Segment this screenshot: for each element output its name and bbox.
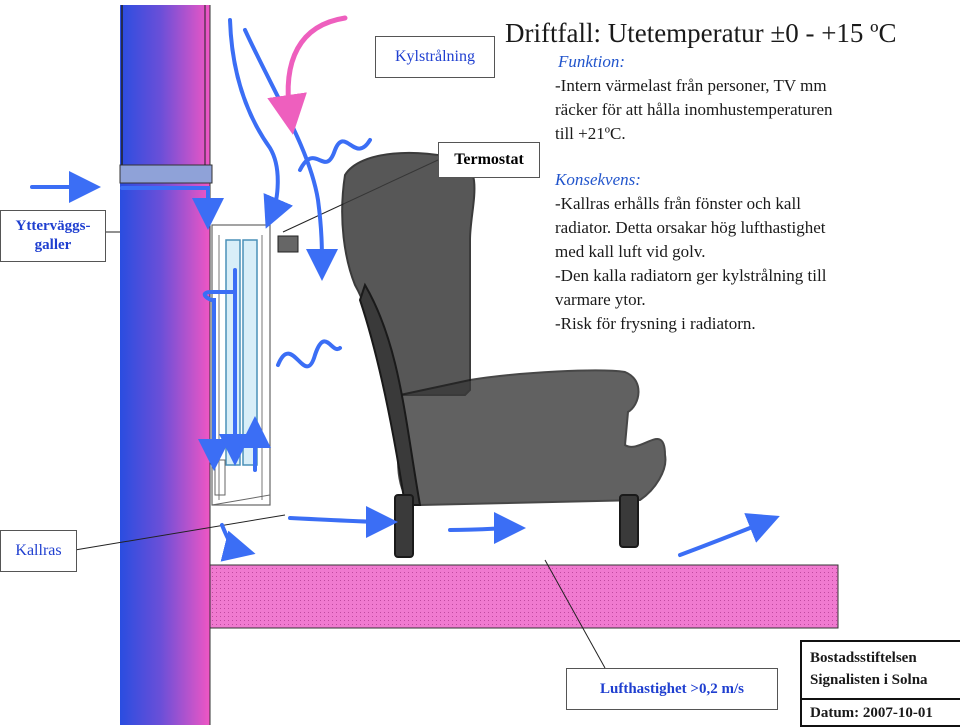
org-date-cell: Datum: 2007-10-01	[802, 698, 960, 727]
konsekvens-line: varmare ytor.	[555, 290, 646, 309]
org-date: Datum: 2007-10-01	[810, 705, 933, 721]
org-location: Signalisten i Solna	[810, 672, 928, 688]
yttervaggsgaller-line-2: galler	[34, 237, 72, 253]
floor-flow-arrow-4	[678, 513, 780, 557]
radiator-loop	[202, 290, 237, 302]
konsekvens-line: -Risk för frysning i radiatorn.	[555, 314, 756, 333]
kallras-label: Kallras	[0, 530, 77, 572]
exterior-wall	[120, 5, 210, 725]
kallras-pointer	[74, 514, 286, 551]
radiation-wave-1	[298, 138, 372, 172]
funktion-line: -Intern värmelast från personer, TV mm	[555, 76, 827, 95]
window-down-arrow-2	[198, 298, 230, 471]
radiator	[211, 224, 271, 506]
window-frame	[119, 164, 213, 184]
floor-flow-arrow-3	[448, 512, 526, 545]
organization-box: Bostadsstiftelsen Signalisten i Solna Da…	[800, 640, 960, 727]
lufthastighet-label: Lufthastighet >0,2 m/s	[566, 668, 778, 710]
org-name: Bostadsstiftelsen	[810, 650, 917, 666]
funktion-line: räcker för att hålla inomhustemperaturen	[555, 100, 833, 119]
floor-slab	[209, 564, 839, 629]
thermostat-device	[277, 235, 299, 253]
radiation-wave-2	[276, 339, 342, 369]
kylstralning-label: Kylstrålning	[375, 36, 495, 78]
floor-flow-arrow-2	[288, 505, 398, 538]
funktion-line: till +21ºC.	[555, 124, 626, 143]
window-down-arrow-1	[228, 18, 294, 229]
konsekvens-line: -Kallras erhålls från fönster och kall	[555, 194, 801, 213]
konsekvens-line: med kall luft vid golv.	[555, 242, 706, 261]
yttervaggsgaller-line-1: Ytterväggs-	[15, 218, 91, 234]
warm-air-arrow	[267, 15, 348, 135]
konsekvens-label: Konsekvens:	[555, 170, 641, 189]
konsekvens-line: radiator. Detta orsakar hög lufthastighe…	[555, 218, 826, 237]
page-title: Driftfall: Utetemperatur ±0 - +15 ºC	[505, 18, 897, 48]
grille-air-arrow	[120, 186, 224, 230]
room-down-arrow	[243, 28, 338, 281]
yttervaggsgaller-label: Ytterväggs- galler	[0, 210, 106, 262]
floor-flow-arrow-1	[220, 523, 256, 562]
termostat-label: Termostat	[438, 142, 540, 178]
konsekvens-line: -Den kalla radiatorn ger kylstrålning ti…	[555, 266, 827, 285]
funktion-label: Funktion:	[558, 52, 626, 71]
lufthast-pointer	[544, 559, 606, 669]
armchair	[341, 151, 667, 558]
